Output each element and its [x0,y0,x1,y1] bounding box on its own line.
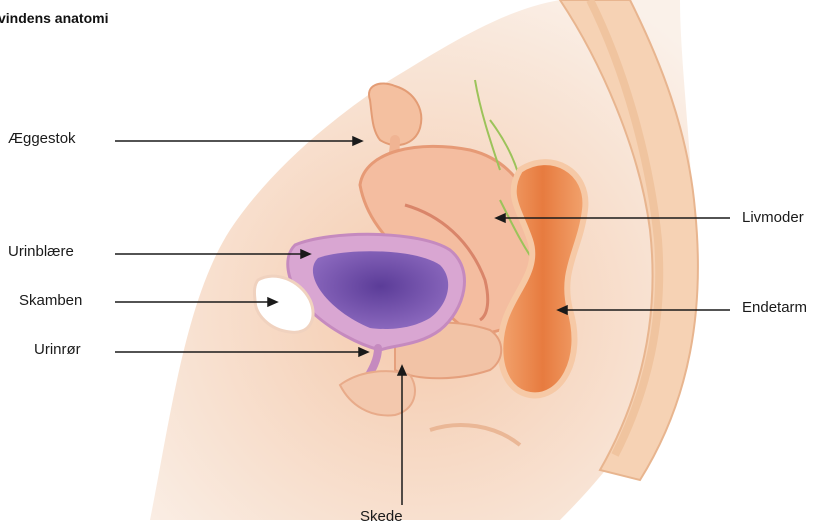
label-urinroer: Urinrør [34,341,81,359]
label-skamben: Skamben [19,292,82,310]
label-livmoder: Livmoder [742,209,804,227]
label-aeggestok: Æggestok [8,130,76,148]
label-urinblaere: Urinblære [8,243,74,261]
label-endetarm: Endetarm [742,299,807,317]
label-skede: Skede [360,508,403,526]
